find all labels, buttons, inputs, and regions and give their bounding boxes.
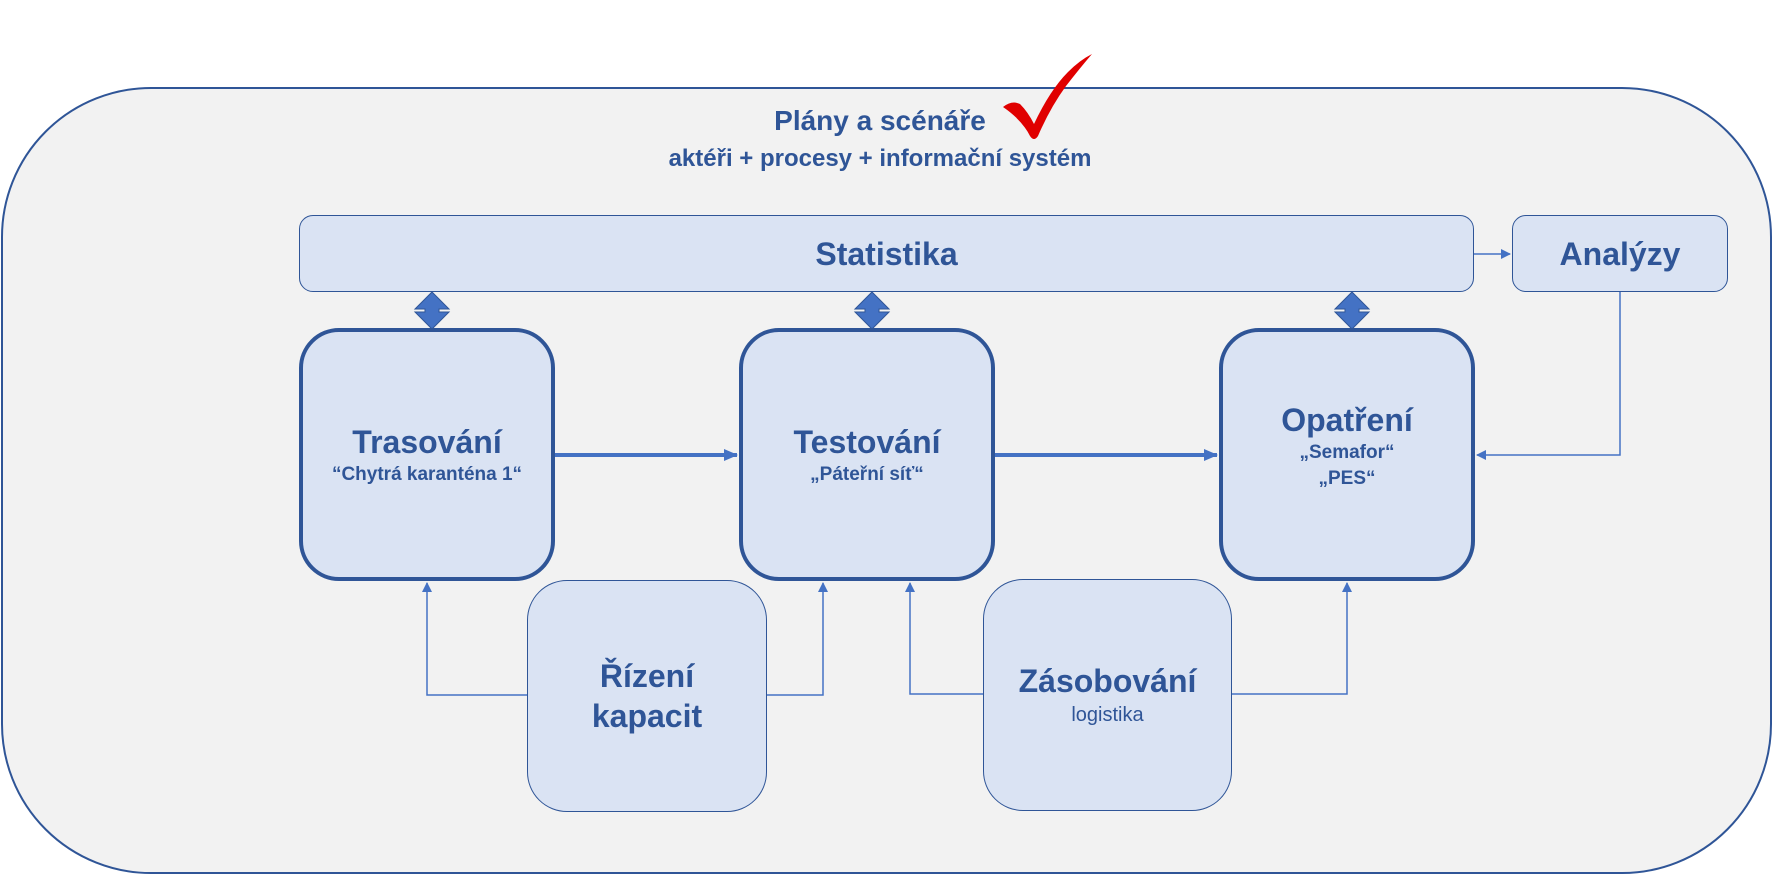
arrow-rizeni-trasovani <box>422 582 527 696</box>
node-zasobovani-sub: logistika <box>1071 704 1144 726</box>
node-statistika: Statistika <box>299 215 1474 292</box>
node-zasobovani-label: Zásobování <box>1018 663 1197 699</box>
node-testovani-label: Testování <box>793 423 941 460</box>
diagram-title: Plány a scénáře <box>774 105 986 136</box>
diagram-subtitle: aktéři + procesy + informační systém <box>668 145 1092 172</box>
arrow-zasobovani-opatreni <box>1232 582 1352 695</box>
arrow-zasobovani-testovani <box>905 582 983 695</box>
node-trasovani-label: Trasování <box>352 423 502 460</box>
node-opatreni: Opatření „Semafor“ „PES“ <box>1219 328 1475 581</box>
double-arrow-testovani <box>853 291 891 330</box>
arrow-analyzy-opatreni <box>1476 292 1621 460</box>
node-testovani-sub: „Páteřní síť“ <box>810 463 924 485</box>
node-rizeni-label-line2: kapacit <box>591 698 703 734</box>
node-statistika-label: Statistika <box>815 235 958 272</box>
node-opatreni-label: Opatření <box>1281 401 1413 438</box>
arrow-rizeni-testovani <box>767 582 828 696</box>
node-opatreni-sub2: „PES“ <box>1318 467 1376 489</box>
node-testovani: Testování „Páteřní síť“ <box>739 328 995 581</box>
node-trasovani-sub: “Chytrá karanténa 1“ <box>331 463 523 485</box>
node-rizeni-kapacit: Řízení kapacit <box>527 580 767 812</box>
node-trasovani: Trasování “Chytrá karanténa 1“ <box>299 328 555 581</box>
node-analyzy-label: Analýzy <box>1559 235 1681 272</box>
node-opatreni-sub1: „Semafor“ <box>1299 441 1395 463</box>
checkmark-icon <box>1003 54 1092 139</box>
header: Plány a scénáře aktéři + procesy + infor… <box>600 100 1160 176</box>
double-arrow-trasovani <box>413 291 451 330</box>
double-arrow-opatreni <box>1333 291 1371 330</box>
node-zasobovani: Zásobování logistika <box>983 579 1232 811</box>
node-analyzy: Analýzy <box>1512 215 1728 292</box>
node-rizeni-label-line1: Řízení <box>599 658 695 694</box>
